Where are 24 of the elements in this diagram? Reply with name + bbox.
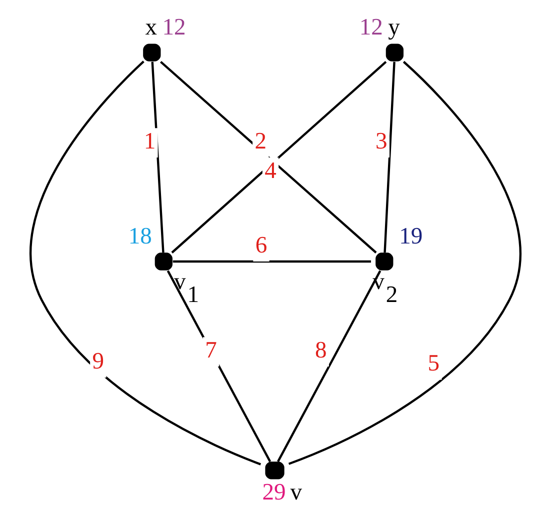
connector — [288, 60, 521, 465]
edge-label: 4 — [264, 158, 276, 184]
connector — [166, 270, 271, 462]
connector — [172, 260, 370, 263]
connector — [276, 270, 381, 462]
node-label: 29 — [262, 480, 286, 506]
edge-label: 1 — [143, 128, 156, 154]
node-label: 19 — [398, 224, 422, 250]
node-label: 18 — [128, 224, 152, 250]
edge-label: 2 — [254, 128, 266, 154]
edge-label: 7 — [204, 337, 216, 364]
node-label: y — [388, 14, 400, 41]
node-label: 12 — [162, 14, 186, 41]
node-label: x — [144, 14, 157, 41]
edge-label: 5 — [427, 350, 440, 377]
edge-label: 6 — [254, 232, 267, 258]
node-label: 12 — [358, 14, 382, 41]
connector — [150, 62, 164, 253]
connector — [383, 62, 395, 253]
node-label: v — [290, 480, 302, 506]
connector — [29, 60, 261, 466]
edge-label: 8 — [314, 337, 326, 364]
edge-label: 3 — [375, 128, 387, 154]
edge-label: 9 — [92, 348, 104, 374]
